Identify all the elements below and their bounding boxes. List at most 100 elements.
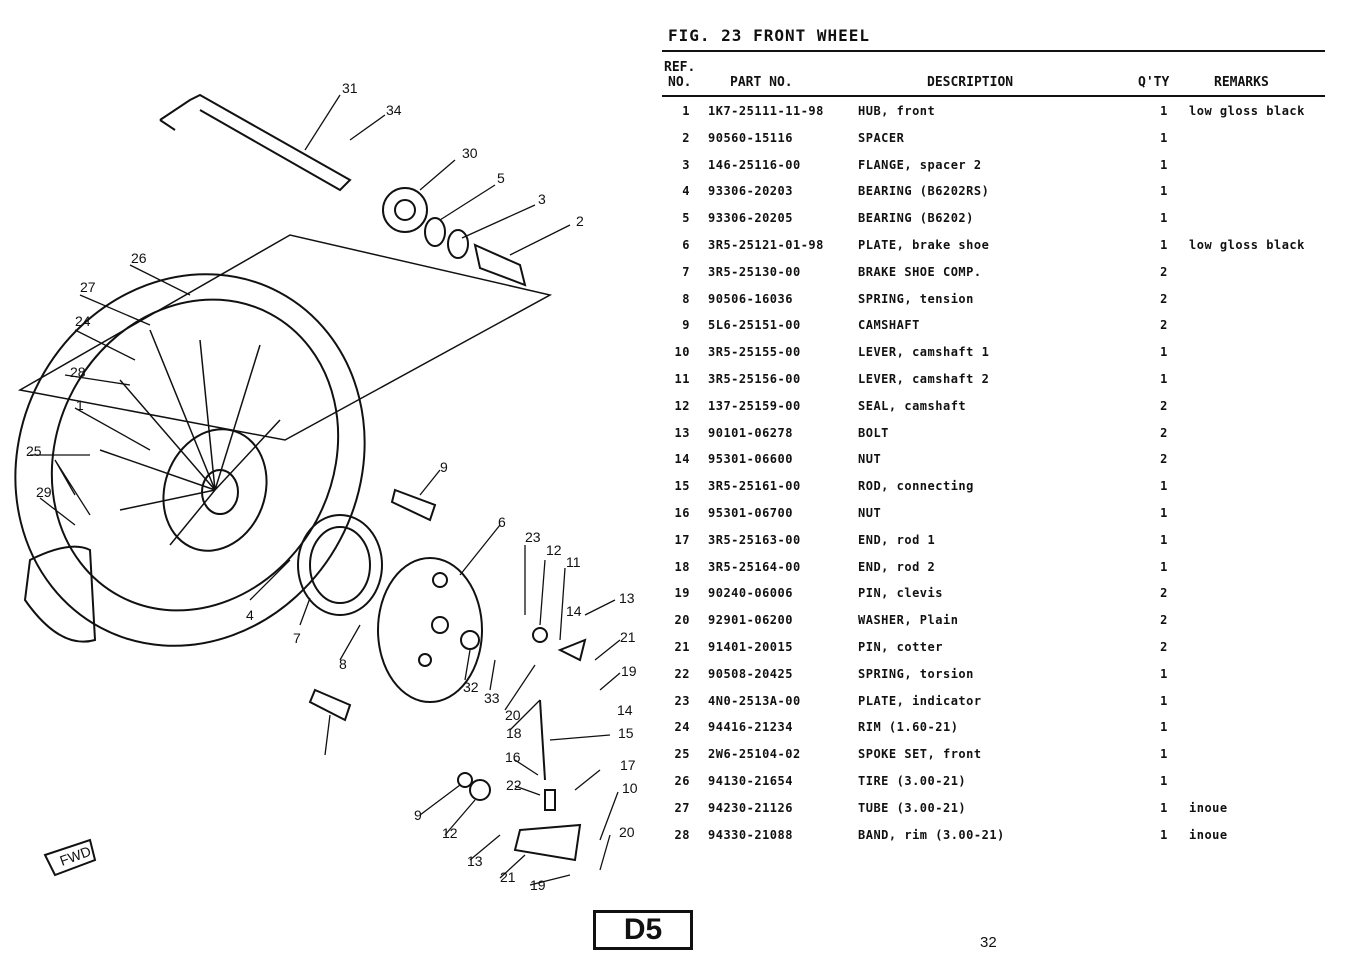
- part-number-cell: 3R5-25163-00: [708, 532, 801, 547]
- callout-label: 28: [70, 364, 86, 380]
- description-cell: PIN, clevis: [858, 586, 943, 601]
- callout-label: 12: [546, 542, 562, 558]
- qty-cell: 1: [1160, 157, 1168, 172]
- callout-label: 27: [80, 279, 96, 295]
- part-number-cell: 93306-20203: [708, 184, 793, 199]
- part-number-cell: 3R5-25130-00: [708, 264, 801, 279]
- description-cell: BOLT: [858, 425, 889, 440]
- qty-cell: 2: [1160, 425, 1168, 440]
- part-number-cell: 93306-20205: [708, 211, 793, 226]
- callout-label: 14: [566, 603, 582, 619]
- brake-plate: [377, 557, 483, 703]
- callout-label: 4: [246, 607, 254, 623]
- rim-outline: [50, 298, 340, 612]
- qty-cell: 2: [1160, 586, 1168, 601]
- ref-cell: 18: [674, 559, 690, 574]
- ref-cell: 20: [674, 613, 690, 628]
- figure-title: FIG. 23 FRONT WHEEL: [668, 26, 871, 45]
- remarks-cell: inoue: [1189, 827, 1228, 842]
- part-number-cell: 137-25159-00: [708, 398, 801, 413]
- qty-cell: 2: [1160, 613, 1168, 628]
- table-row: 4 93306-20203 BEARING (B6202RS) 1: [662, 180, 1325, 207]
- description-cell: END, rod 1: [858, 532, 936, 547]
- qty-cell: 1: [1160, 773, 1168, 788]
- description-cell: PIN, cotter: [858, 639, 943, 654]
- part-number-cell: 3R5-25156-00: [708, 371, 801, 386]
- remarks-cell: inoue: [1189, 800, 1228, 815]
- qty-cell: 1: [1160, 184, 1168, 199]
- description-cell: BEARING (B6202): [858, 211, 974, 226]
- header-description: DESCRIPTION: [927, 75, 1014, 90]
- header-qty: Q'TY: [1138, 75, 1170, 90]
- part-number-cell: 4N0-2513A-00: [708, 693, 801, 708]
- callout-label: 31: [342, 80, 358, 96]
- part-number-cell: 3R5-25121-01-98: [708, 237, 824, 252]
- part-number-cell: 95301-06600: [708, 452, 793, 467]
- description-cell: FLANGE, spacer 2: [858, 157, 982, 172]
- fwd-label: FWD: [58, 843, 93, 869]
- part-number-cell: 90101-06278: [708, 425, 793, 440]
- description-cell: SPRING, torsion: [858, 666, 974, 681]
- description-cell: END, rod 2: [858, 559, 936, 574]
- header-ref-line2: NO.: [668, 75, 692, 90]
- callout-label: 6: [498, 514, 506, 530]
- description-cell: NUT: [858, 452, 882, 467]
- remarks-cell: low gloss black: [1189, 237, 1305, 252]
- description-cell: CAMSHAFT: [858, 318, 920, 333]
- part-number-cell: 94230-21126: [708, 800, 793, 815]
- description-cell: RIM (1.60-21): [858, 720, 959, 735]
- callout-label: 32: [463, 679, 479, 695]
- qty-cell: 2: [1160, 264, 1168, 279]
- fwd-arrow-outline: [43, 838, 97, 877]
- description-cell: NUT: [858, 505, 882, 520]
- callout-label: 21: [500, 869, 516, 885]
- callout-label: 29: [36, 484, 52, 500]
- header-ref-line1: REF.: [664, 60, 696, 75]
- part-number-cell: 94416-21234: [708, 720, 793, 735]
- part-number-cell: 90560-15116: [708, 130, 793, 145]
- qty-cell: 2: [1160, 291, 1168, 306]
- part-number-cell: 94130-21654: [708, 773, 793, 788]
- ref-cell: 1: [682, 104, 690, 118]
- part-number-cell: 2W6-25104-02: [708, 747, 801, 762]
- callout-label: 20: [619, 824, 635, 840]
- callout-label: 18: [506, 725, 522, 741]
- ref-cell: 22: [674, 666, 690, 681]
- description-cell: PLATE, indicator: [858, 693, 982, 708]
- part-number-cell: 91401-20015: [708, 639, 793, 654]
- qty-cell: 1: [1160, 371, 1168, 386]
- tire-outline: [14, 273, 366, 647]
- ref-cell: 17: [674, 532, 690, 547]
- callout-label: 26: [131, 250, 147, 266]
- header-rule: [662, 95, 1325, 97]
- description-cell: SEAL, camshaft: [858, 398, 967, 413]
- remarks-cell: low gloss black: [1189, 104, 1305, 118]
- part-number-cell: 94330-21088: [708, 827, 793, 842]
- callout-label: 10: [622, 780, 638, 796]
- callout-label: 25: [26, 443, 42, 459]
- description-cell: BEARING (B6202RS): [858, 184, 990, 199]
- callout-label: 21: [620, 629, 636, 645]
- qty-cell: 1: [1160, 104, 1168, 118]
- qty-cell: 1: [1160, 345, 1168, 360]
- ref-cell: 23: [674, 693, 690, 708]
- callout-label: 8: [339, 656, 347, 672]
- ref-cell: 8: [682, 291, 690, 306]
- page-number: 32: [980, 934, 997, 951]
- callout-label: 33: [484, 690, 500, 706]
- callout-label: 19: [530, 877, 546, 893]
- ref-cell: 4: [682, 184, 690, 199]
